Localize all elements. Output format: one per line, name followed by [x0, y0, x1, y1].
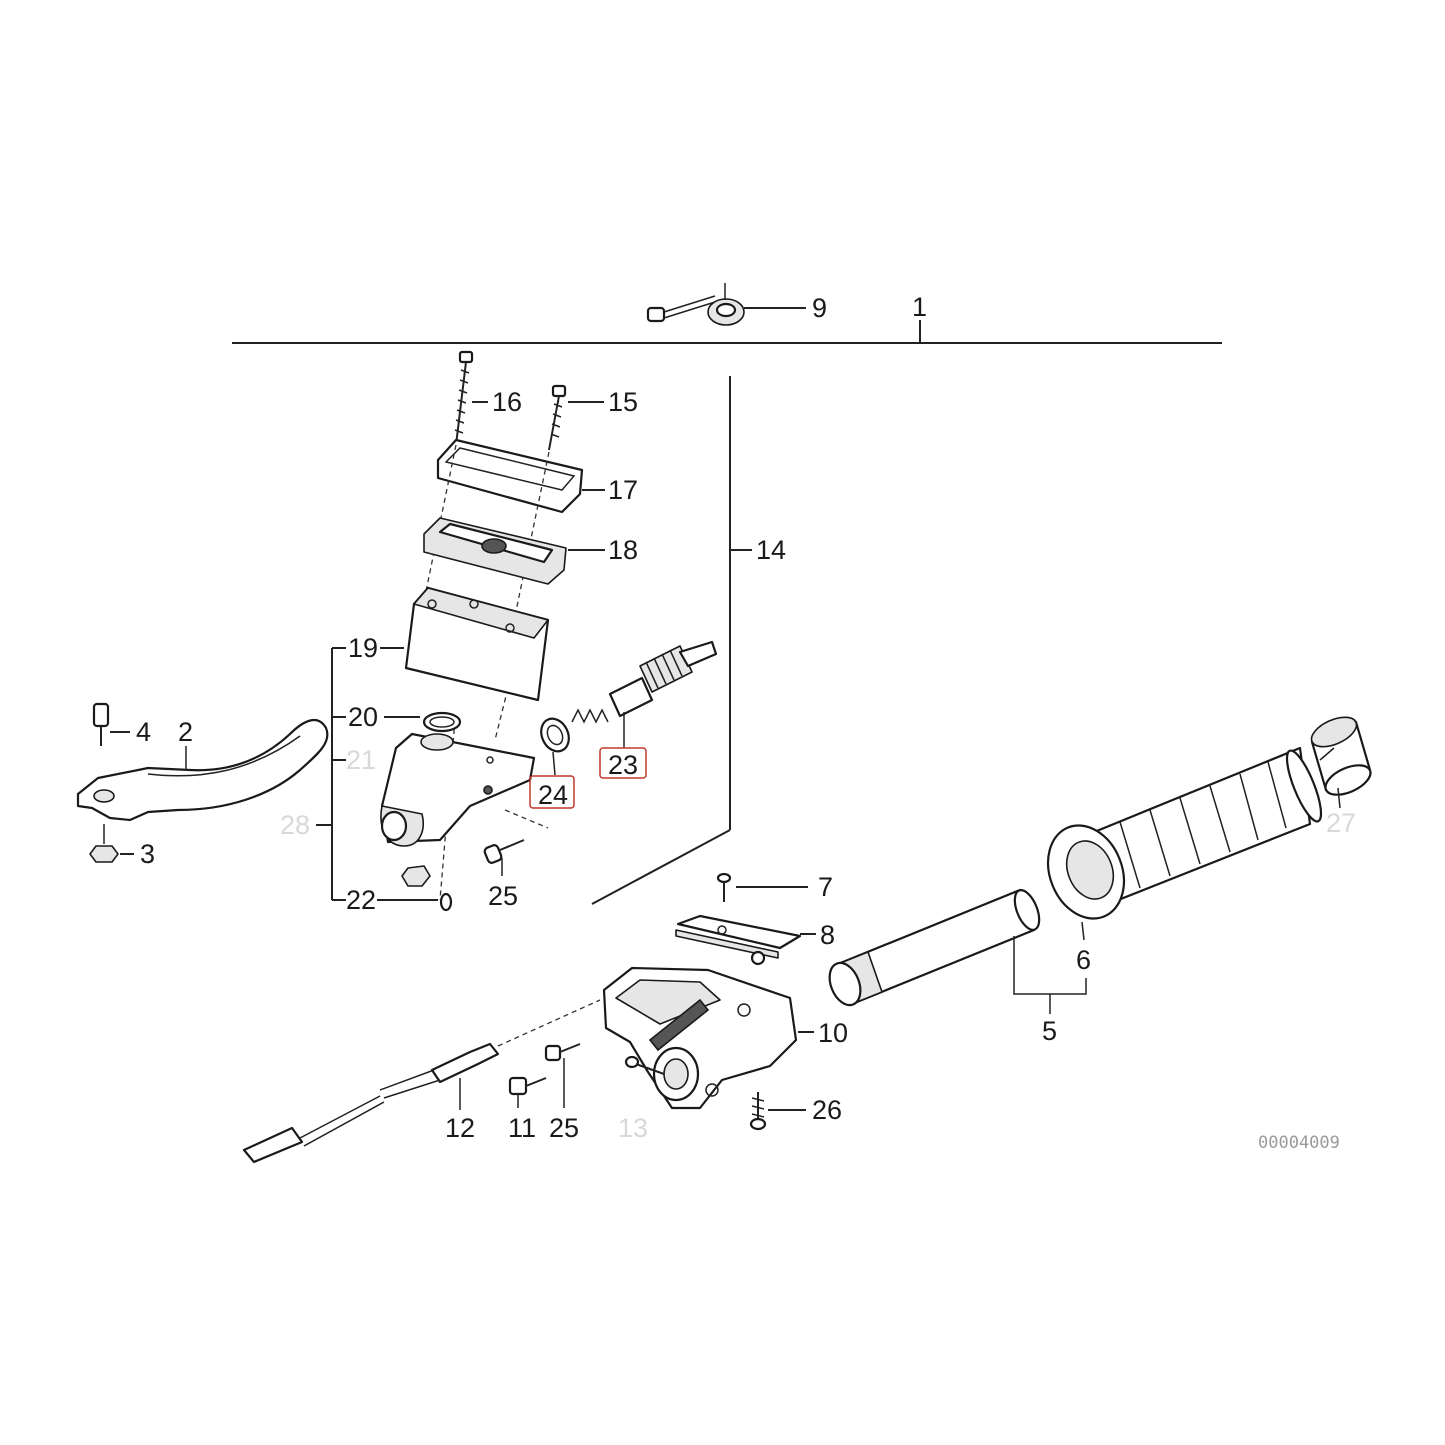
label-part-28: 28: [280, 810, 310, 840]
label-part-9: 9: [812, 293, 827, 323]
label-part-17: 17: [608, 475, 638, 505]
part-26-screw: [749, 1092, 806, 1131]
label-part-26: 26: [812, 1095, 842, 1125]
label-part-25-upper: 25: [488, 881, 518, 911]
part-15-screw: [548, 384, 604, 451]
part-18-diaphragm: [423, 517, 605, 585]
part-20-o-ring: [384, 711, 462, 733]
part-25-bolt-upper: [483, 839, 525, 876]
label-part-19: 19: [348, 633, 378, 663]
label-part-8: 8: [820, 920, 835, 950]
part-7-screw: [716, 872, 808, 902]
part-11-bolt: [508, 1076, 547, 1108]
part-9-cap-chain: [646, 283, 806, 326]
part-13-screw: [624, 1055, 665, 1075]
part-4-adjuster-screw: [92, 702, 130, 746]
part-8-cover-plate: [675, 914, 816, 966]
part-3-nut: [89, 824, 134, 863]
label-part-11: 11: [508, 1113, 536, 1143]
label-part-16: 16: [492, 387, 522, 417]
label-part-4: 4: [136, 717, 151, 747]
label-part-21: 21: [346, 745, 376, 775]
label-part-25-lower: 25: [549, 1113, 579, 1143]
label-part-23: 23: [608, 750, 638, 780]
label-part-24: 24: [538, 780, 568, 810]
part-16-long-screw: [454, 350, 488, 446]
label-part-18: 18: [608, 535, 638, 565]
assembly-line-1: [232, 320, 1222, 344]
label-part-13: 13: [618, 1113, 648, 1143]
label-part-1: 1: [912, 292, 927, 322]
part-19-reservoir: [380, 586, 550, 702]
part-5-throttle-tube: [828, 888, 1087, 1014]
label-part-22: 22: [346, 885, 376, 915]
part-25-bolt-lower: [544, 1043, 581, 1108]
part-17-reservoir-cover: [436, 438, 605, 514]
label-part-27: 27: [1326, 808, 1356, 838]
label-part-14: 14: [756, 535, 786, 565]
part-2-brake-lever: [76, 718, 329, 822]
group-bracket-28: [316, 647, 346, 901]
part-10-throttle-housing: [602, 966, 814, 1110]
part-23-piston-kit: [571, 640, 718, 748]
label-part-20: 20: [348, 702, 378, 732]
label-part-6: 6: [1076, 945, 1091, 975]
label-part-15: 15: [608, 387, 638, 417]
group-bracket-14: [591, 376, 752, 905]
part-21-master-cylinder: [380, 732, 536, 847]
label-part-10: 10: [818, 1018, 848, 1048]
part-22-bolt-nut: [377, 865, 453, 912]
label-part-12: 12: [445, 1113, 475, 1143]
part-6-handlebar-grip: [1046, 746, 1341, 941]
label-part-5: 5: [1042, 1016, 1057, 1046]
part-24-circlip: [540, 717, 570, 776]
highlight-box-23: [599, 747, 647, 779]
diagram-reference-number: 00004009: [1258, 1133, 1340, 1153]
label-part-3: 3: [140, 839, 155, 869]
part-12-throttle-cable: [242, 999, 601, 1164]
part-27-sleeve: [1310, 716, 1372, 796]
highlight-box-24: [529, 775, 575, 809]
label-part-2: 2: [178, 717, 193, 747]
label-part-7: 7: [818, 872, 833, 902]
